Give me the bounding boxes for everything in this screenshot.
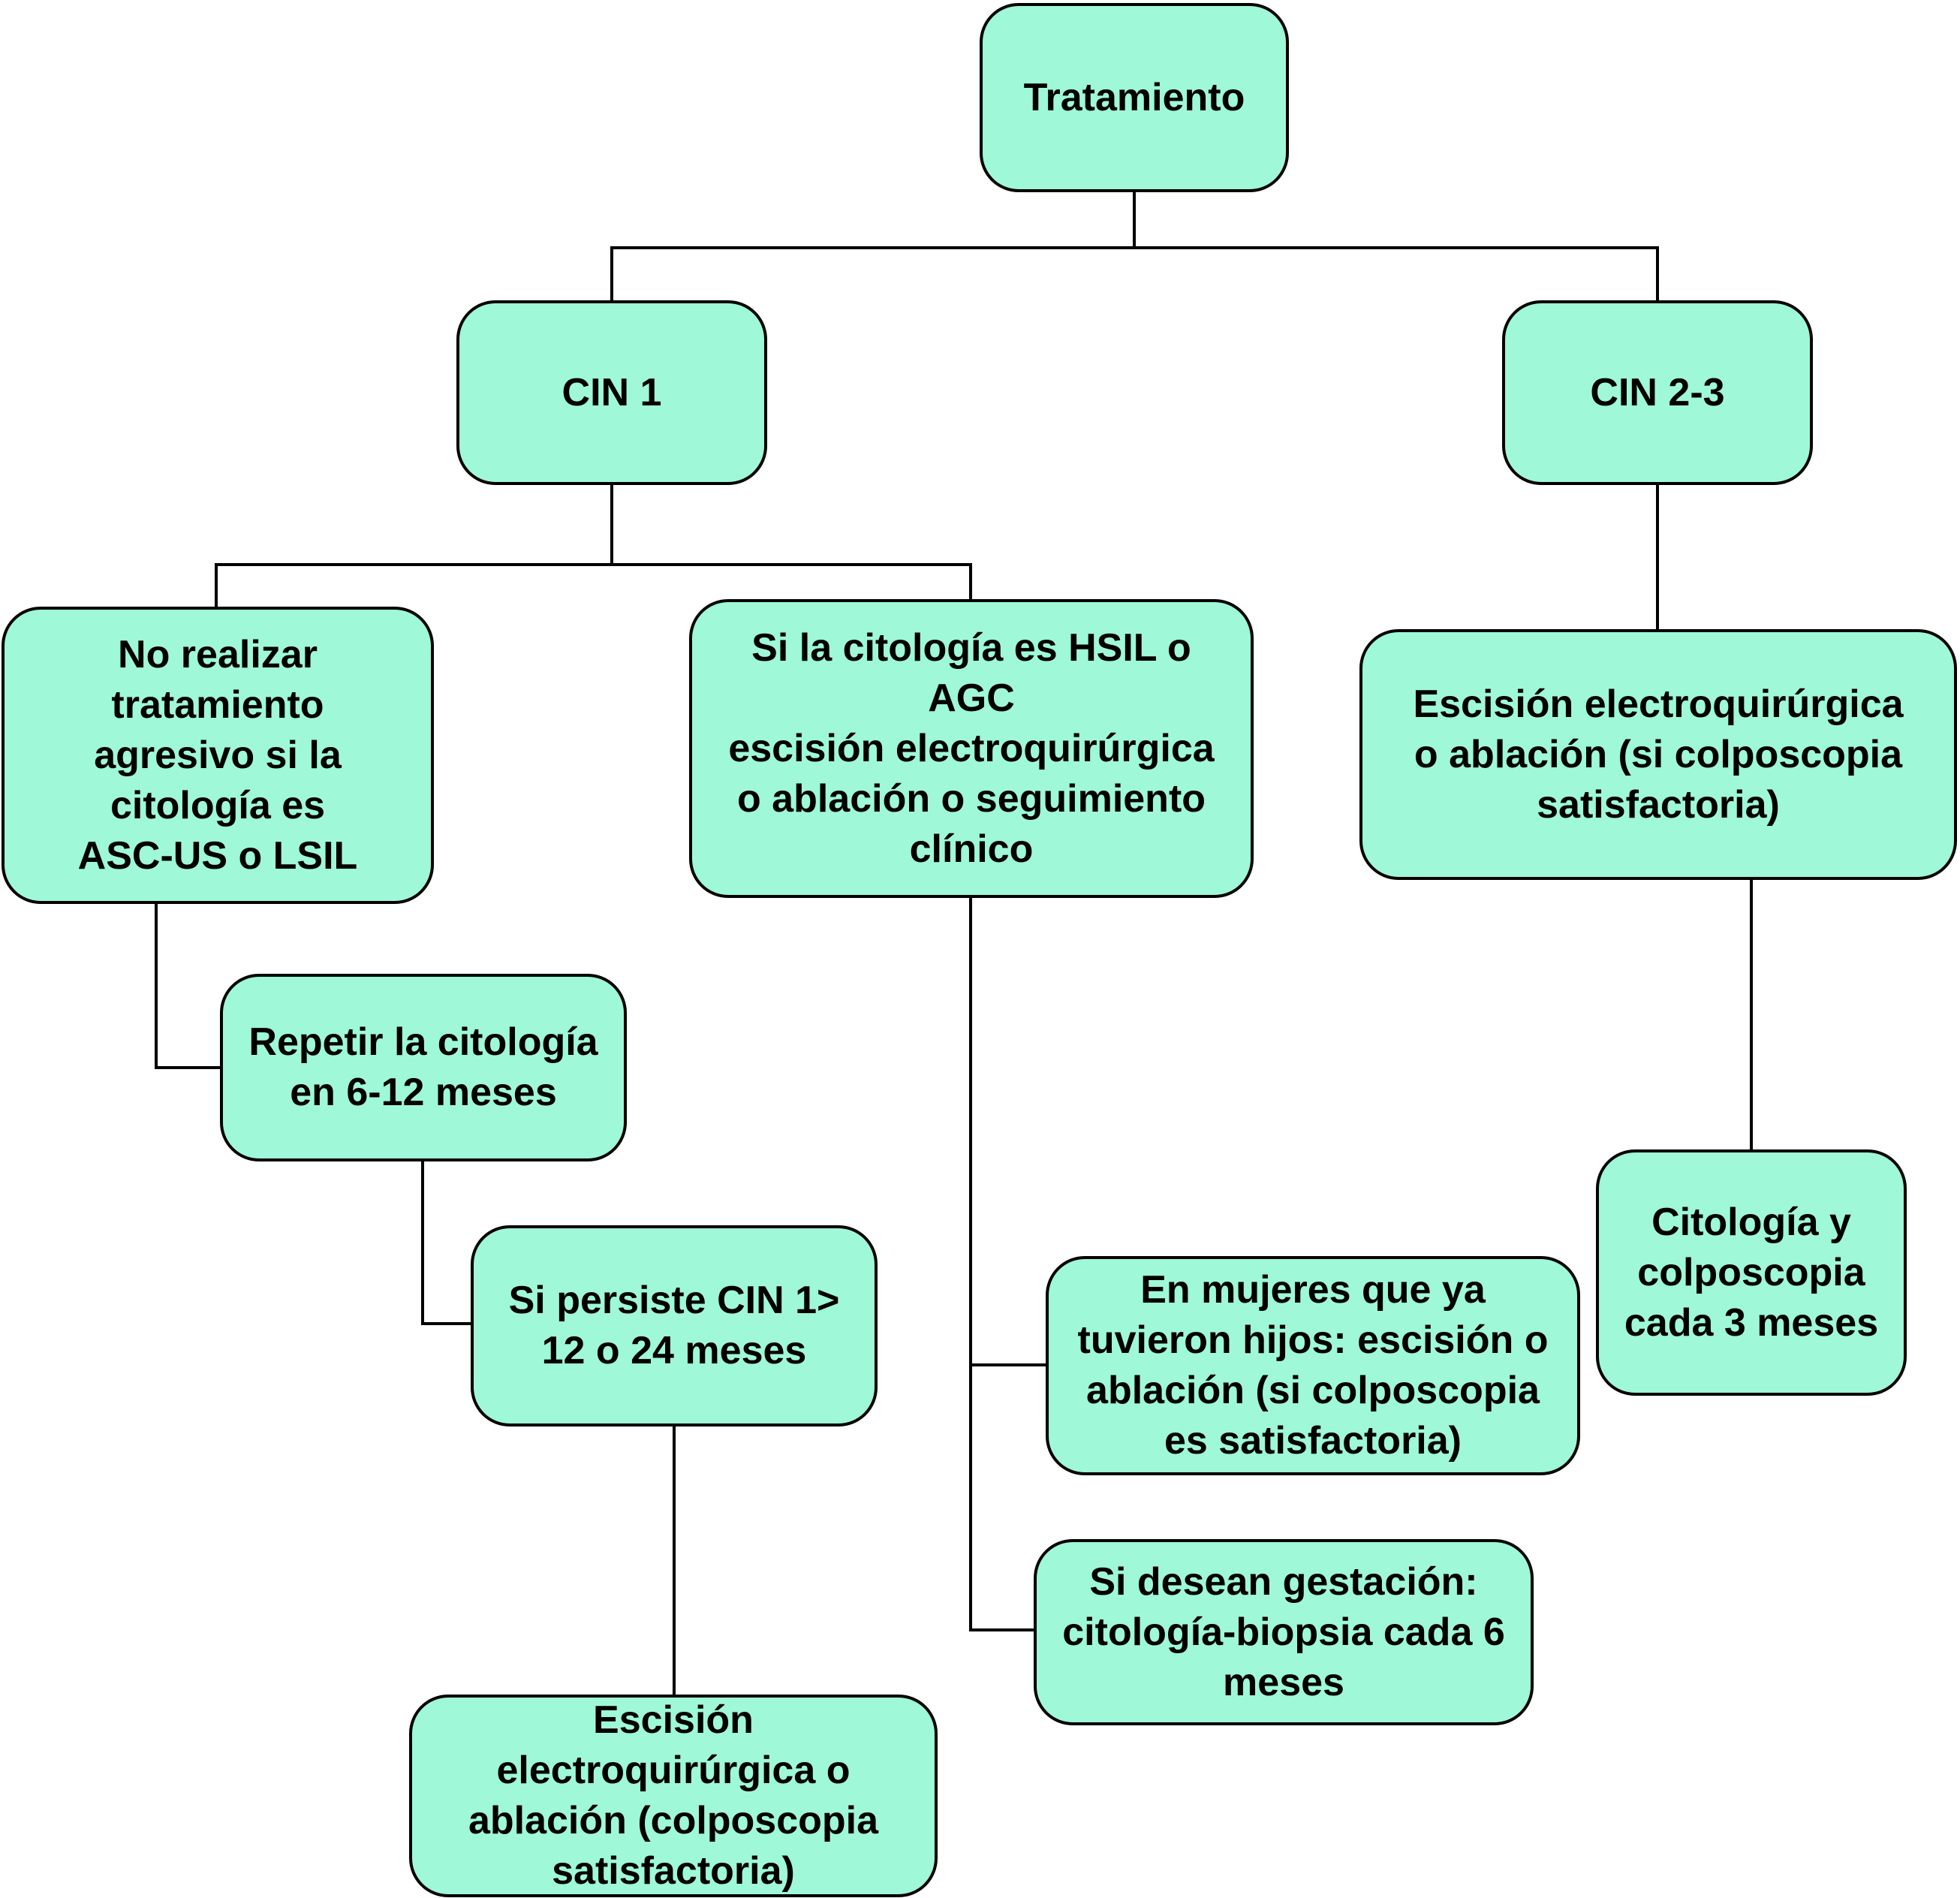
node-escision-final-label: Escisión electroquirúrgica o ablación (c…: [468, 1698, 879, 1893]
node-no-realizar: No realizar tratamiento agresivo si la c…: [2, 607, 434, 904]
edge-repetir-to-persiste: [421, 1161, 471, 1325]
node-citologia-3m: Citología y colposcopia cada 3 meses: [1596, 1149, 1907, 1396]
node-mujeres-hijos-label: En mujeres que ya tuvieron hijos: escisi…: [1077, 1268, 1549, 1463]
node-persiste-label: Si persiste CIN 1> 12 o 24 meses: [508, 1279, 840, 1372]
node-escision-cin23: Escisión electroquirúrgica o ablación (s…: [1359, 629, 1957, 880]
edge-no-realizar-to-repetir: [155, 903, 220, 1069]
node-si-hsil: Si la citología es HSIL o AGC escisión e…: [689, 599, 1254, 898]
node-cin23-label: CIN 2-3: [1590, 370, 1725, 414]
edge-cin1-to-children: [215, 484, 972, 607]
node-repetir: Repetir la citología en 6-12 meses: [220, 974, 627, 1161]
node-escision-cin23-label: Escisión electroquirúrgica o ablación (s…: [1413, 682, 1904, 827]
node-tratamiento-label: Tratamiento: [1023, 75, 1245, 119]
node-cin23: CIN 2-3: [1502, 300, 1813, 485]
node-cin1-label: CIN 1: [562, 370, 662, 414]
node-citologia-3m-label: Citología y colposcopia cada 3 meses: [1624, 1200, 1879, 1345]
node-gestacion: Si desean gestación: citología-biopsia c…: [1034, 1539, 1534, 1725]
edge-si-hsil-to-options: [969, 897, 1046, 1631]
edge-tratamiento-to-cin: [610, 191, 1659, 300]
node-si-hsil-label: Si la citología es HSIL o AGC escisión e…: [728, 625, 1215, 871]
node-repetir-label: Repetir la citología en 6-12 meses: [248, 1020, 598, 1114]
node-persiste: Si persiste CIN 1> 12 o 24 meses: [471, 1225, 878, 1427]
node-tratamiento: Tratamiento: [980, 3, 1289, 192]
node-cin1: CIN 1: [456, 300, 767, 485]
node-gestacion-label: Si desean gestación: citología-biopsia c…: [1062, 1559, 1505, 1704]
node-escision-final: Escisión electroquirúrgica o ablación (c…: [409, 1695, 938, 1897]
node-no-realizar-label: No realizar tratamiento agresivo si la c…: [77, 632, 358, 878]
node-mujeres-hijos: En mujeres que ya tuvieron hijos: escisi…: [1046, 1256, 1580, 1475]
